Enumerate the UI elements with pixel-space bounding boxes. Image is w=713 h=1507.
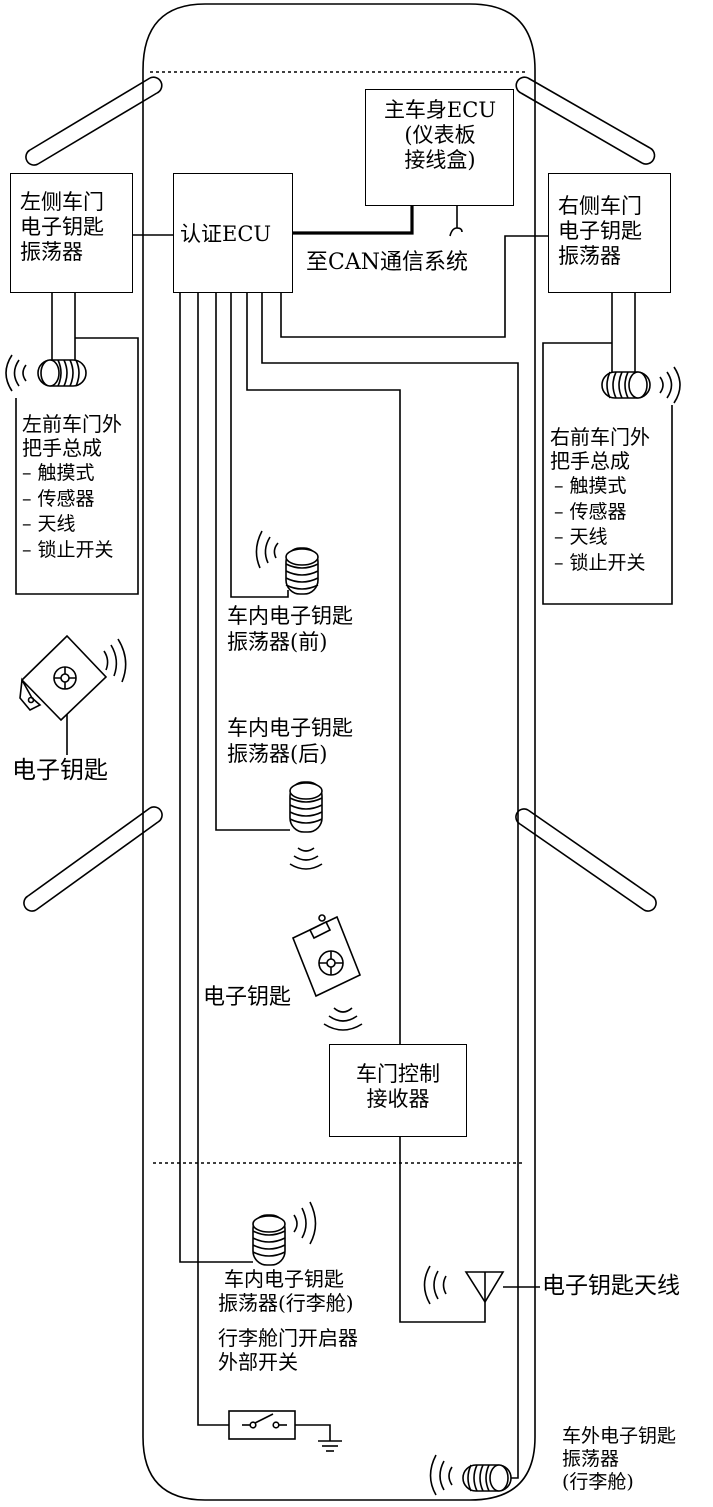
right-handle-item: – 传感器 bbox=[554, 500, 627, 523]
left-handle-item: – 锁止开关 bbox=[22, 539, 114, 562]
center-key-wave-icon bbox=[323, 1007, 363, 1031]
left-key-fob-icon bbox=[19, 634, 108, 722]
trunk-switch-label: 行李舱门开启器 外部开关 bbox=[218, 1326, 358, 1375]
car-body-outline bbox=[142, 3, 536, 1501]
right-handle-coil-icon bbox=[601, 371, 651, 399]
trunk-switch-line2: 外部开关 bbox=[218, 1350, 298, 1375]
left-key-wave-icon bbox=[103, 638, 127, 683]
left-door-oscillator-box bbox=[10, 173, 133, 293]
auth-ecu-label: 认证ECU bbox=[180, 222, 272, 246]
trunk-switch-line1: 行李舱门开启器 bbox=[218, 1326, 358, 1350]
interior-front-line2: 振荡器(前) bbox=[227, 629, 328, 654]
right-handle-item: – 天线 bbox=[554, 526, 608, 549]
right-handle-wave-icon bbox=[659, 366, 681, 404]
right-door-oscillator-label: 右侧车门 电子钥匙 振荡器 bbox=[558, 194, 642, 270]
left-handle-item: – 触摸式 bbox=[22, 461, 95, 484]
wiring bbox=[15, 206, 673, 1479]
left-handle-title2: 把手总成 bbox=[22, 436, 102, 461]
left-handle-item: – 天线 bbox=[22, 513, 76, 536]
interior-rear-line2: 振荡器(后) bbox=[227, 741, 328, 766]
right-door-oscillator-box bbox=[548, 173, 671, 293]
mirror-front-right bbox=[515, 76, 656, 165]
interior-front-label: 车内电子钥匙 振荡器(前) bbox=[227, 604, 353, 655]
antenna-wave-icon bbox=[423, 1265, 447, 1305]
right-handle-item: – 触摸式 bbox=[554, 474, 627, 497]
left-key-label: 电子钥匙 bbox=[12, 756, 108, 784]
left-handle-label: 左前车门外 把手总成 – 触摸式 – 传感器 – 天线 – 锁止开关 bbox=[22, 412, 122, 564]
exterior-luggage-label: 车外电子钥匙 振荡器 (行李舱) bbox=[562, 1425, 676, 1495]
exterior-luggage-line2: 振荡器 bbox=[562, 1448, 620, 1471]
right-handle-title2: 把手总成 bbox=[550, 449, 630, 474]
door-receiver-line1: 车门控制 bbox=[356, 1062, 440, 1086]
door-receiver-label: 车门控制 接收器 bbox=[329, 1062, 467, 1112]
main-body-ecu-line2: (仪表板 bbox=[404, 123, 476, 148]
main-body-ecu-line3: 接线盒) bbox=[404, 148, 476, 173]
main-body-ecu-line1: 主车身ECU bbox=[383, 98, 497, 122]
interior-rear-label: 车内电子钥匙 振荡器(后) bbox=[227, 716, 353, 767]
switch-symbol-icon bbox=[242, 1413, 287, 1429]
luggage-interior-line2: 振荡器(行李舱) bbox=[218, 1291, 354, 1316]
right-handle-label: 右前车门外 把手总成 – 触摸式 – 传感器 – 天线 – 锁止开关 bbox=[550, 425, 650, 577]
left-handle-item: – 传感器 bbox=[22, 487, 95, 510]
left-door-oscillator-line3: 振荡器 bbox=[20, 240, 83, 265]
exterior-luggage-coil-icon bbox=[462, 1464, 512, 1492]
center-key-label: 电子钥匙 bbox=[203, 985, 292, 1010]
exterior-luggage-line3: (行李舱) bbox=[562, 1471, 634, 1494]
right-door-oscillator-line3: 振荡器 bbox=[558, 244, 621, 269]
left-handle-coil-icon bbox=[37, 359, 87, 387]
center-key-fob-icon bbox=[291, 914, 362, 998]
main-body-ecu-box bbox=[365, 89, 514, 206]
luggage-interior-coil-icon bbox=[252, 1214, 286, 1266]
auth-ecu-box bbox=[173, 173, 293, 293]
antenna-label: 电子钥匙天线 bbox=[542, 1273, 680, 1299]
exterior-luggage-wave-icon bbox=[429, 1454, 453, 1496]
luggage-interior-line1: 车内电子钥匙 bbox=[224, 1267, 344, 1291]
mirror-rear-right bbox=[515, 808, 657, 912]
mirror-front-left bbox=[25, 76, 163, 166]
left-handle-wave-icon bbox=[5, 354, 27, 392]
left-door-oscillator-line1: 左侧车门 bbox=[20, 190, 104, 214]
interior-rear-coil-icon bbox=[289, 781, 323, 833]
interior-front-coil-icon bbox=[285, 547, 319, 595]
antenna-symbol-icon bbox=[464, 1271, 505, 1304]
interior-rear-wave-icon bbox=[289, 847, 323, 870]
right-handle-title1: 右前车门外 bbox=[550, 425, 650, 449]
right-door-oscillator-line1: 右侧车门 bbox=[558, 194, 642, 218]
door-receiver-box bbox=[329, 1044, 467, 1137]
luggage-interior-wave-icon bbox=[293, 1201, 317, 1245]
left-handle-title1: 左前车门外 bbox=[22, 412, 122, 436]
main-body-ecu-label: 主车身ECU (仪表板 接线盒) bbox=[376, 98, 504, 174]
exterior-luggage-line1: 车外电子钥匙 bbox=[562, 1425, 677, 1447]
interior-rear-line1: 车内电子钥匙 bbox=[227, 716, 353, 740]
can-label: 至CAN通信系统 bbox=[306, 250, 468, 275]
right-door-oscillator-line2: 电子钥匙 bbox=[558, 219, 642, 244]
left-door-oscillator-line2: 电子钥匙 bbox=[20, 215, 104, 240]
interior-front-wave-icon bbox=[255, 530, 279, 569]
left-door-oscillator-label: 左侧车门 电子钥匙 振荡器 bbox=[20, 190, 104, 266]
right-handle-item: – 锁止开关 bbox=[554, 552, 646, 575]
interior-front-line1: 车内电子钥匙 bbox=[227, 604, 353, 628]
luggage-interior-label: 车内电子钥匙 振荡器(行李舱) bbox=[218, 1267, 354, 1316]
door-receiver-line2: 接收器 bbox=[366, 1087, 430, 1112]
mirror-rear-left bbox=[23, 806, 163, 912]
